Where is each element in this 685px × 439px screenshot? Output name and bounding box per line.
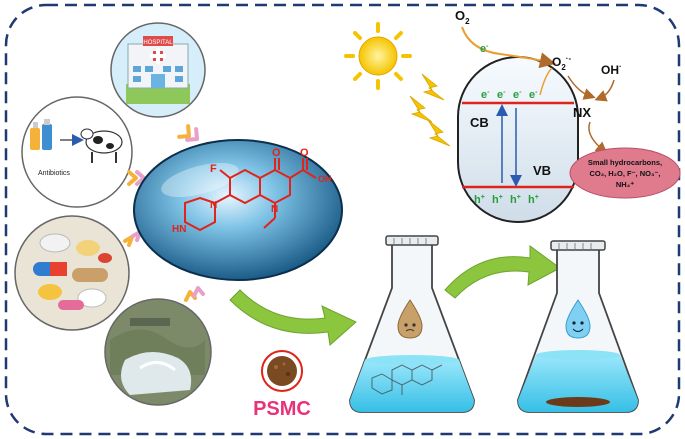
fluorine-label: F bbox=[210, 163, 217, 175]
band-labels: CB VB e- e- e- e- h+ h+ h+ h+ bbox=[470, 89, 551, 206]
flask-purified bbox=[517, 240, 639, 413]
pill-icon bbox=[39, 233, 71, 253]
sun-icon bbox=[344, 22, 412, 90]
antibiotic-molecule bbox=[184, 158, 317, 232]
cb-label: CB bbox=[470, 115, 489, 130]
pollutant-droplet-icon bbox=[397, 299, 423, 339]
curved-arrow-between-flasks bbox=[444, 245, 561, 299]
holes-row: h+ h+ h+ h+ bbox=[474, 194, 539, 206]
piperazine-nitrogen-label: N bbox=[210, 200, 217, 211]
clean-droplet-icon bbox=[565, 299, 591, 339]
degradation-products: Small hydrocarbons, CO₂, H₂O, F⁻, NO₃⁻, … bbox=[569, 147, 681, 199]
wastewater-source bbox=[104, 298, 212, 406]
svg-text:e-: e- bbox=[481, 89, 490, 101]
nx-label: NX bbox=[573, 105, 591, 120]
hydroxyl-radical-label: OH· bbox=[601, 62, 622, 77]
svg-text:h+: h+ bbox=[510, 194, 521, 206]
cow-icon bbox=[80, 128, 123, 163]
vb-label: VB bbox=[533, 163, 551, 178]
electron-transfer-label: e- bbox=[480, 43, 489, 55]
hydroxyl-label: OH bbox=[318, 174, 332, 184]
contaminant-pill bbox=[133, 139, 343, 281]
svg-text:h+: h+ bbox=[528, 194, 539, 206]
settled-catalyst-icon bbox=[546, 397, 610, 407]
molecule-labels: F O O OH N N HN bbox=[172, 147, 332, 235]
svg-text:e-: e- bbox=[513, 89, 522, 101]
hospital-source: HOSPITAL bbox=[110, 22, 206, 118]
drain-pipe-icon bbox=[130, 318, 170, 326]
svg-text:e-: e- bbox=[529, 89, 538, 101]
amine-label: HN bbox=[172, 224, 186, 235]
carboxyl-oxygen-label: O bbox=[300, 147, 309, 159]
superoxide-label: O2·- bbox=[552, 54, 571, 72]
oxygen-reduction: O2 e- O2·- OH· NX bbox=[455, 8, 622, 154]
lightning-icon bbox=[409, 73, 451, 147]
svg-text:h+: h+ bbox=[474, 194, 485, 206]
svg-text:e-: e- bbox=[497, 89, 506, 101]
oxygen-label: O2 bbox=[455, 8, 470, 26]
dissolved-molecule-icon bbox=[371, 364, 443, 395]
products-line-3: NH₄⁺ bbox=[616, 180, 634, 189]
curved-arrow-to-flask bbox=[229, 289, 357, 346]
products-line-1: Small hydrocarbons, bbox=[588, 158, 662, 167]
catalyst-sample bbox=[261, 350, 303, 392]
bottle-icon bbox=[30, 128, 40, 150]
dashed-border bbox=[4, 3, 681, 436]
antibiotics-livestock-source: Antibiotics bbox=[21, 96, 133, 208]
carbonyl-oxygen-label: O bbox=[272, 147, 281, 159]
electrons-row: e- e- e- e- bbox=[481, 89, 538, 101]
hospital-sign-icon bbox=[143, 36, 173, 46]
antibiotics-label: Antibiotics bbox=[38, 170, 70, 177]
flask-with-pollutant bbox=[349, 235, 475, 413]
hospital-sign-text: HOSPITAL bbox=[143, 40, 173, 46]
pharmaceuticals-source bbox=[14, 215, 130, 331]
products-line-2: CO₂, H₂O, F⁻, NO₃⁻, bbox=[590, 169, 661, 178]
ring-nitrogen-label: N bbox=[271, 204, 278, 215]
svg-text:h+: h+ bbox=[492, 194, 503, 206]
catalyst-label: PSMC bbox=[253, 398, 311, 420]
